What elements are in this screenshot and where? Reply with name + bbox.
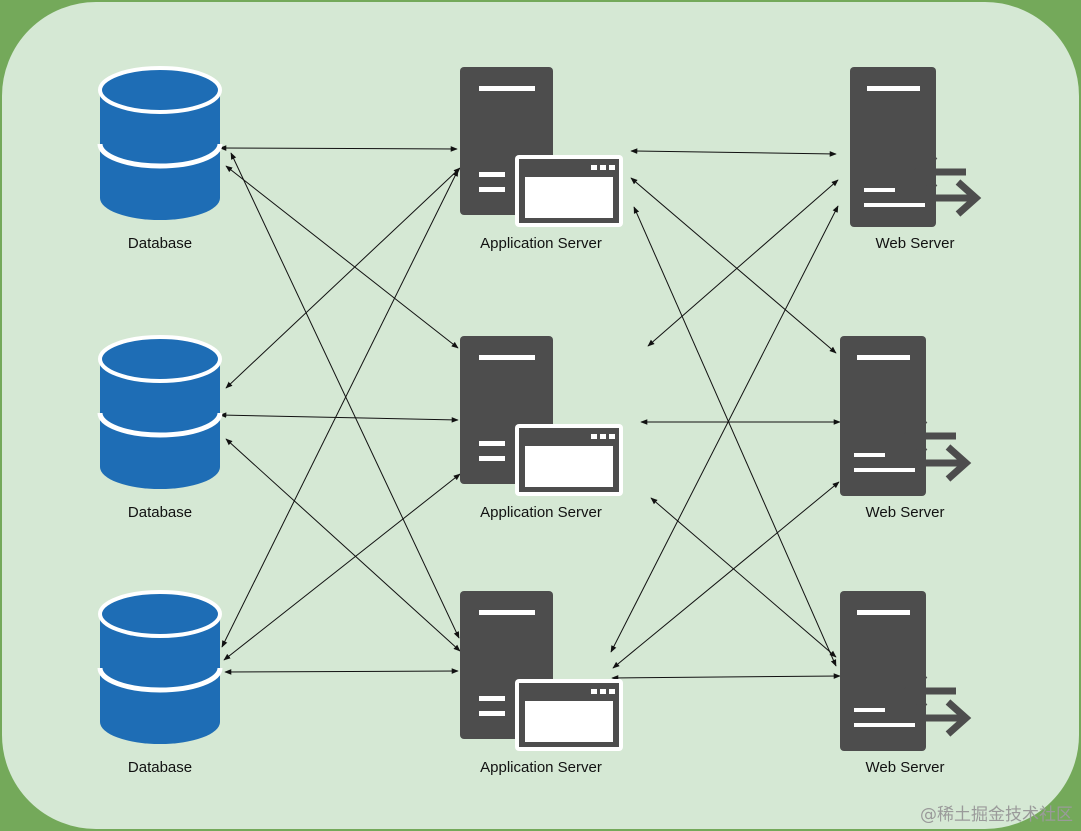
web-server-1[interactable]: Web Server (850, 67, 982, 252)
application-server-icon (460, 591, 623, 751)
application-server-label: Application Server (480, 504, 602, 521)
web-server-2[interactable]: Web Server (840, 336, 972, 521)
web-server-3[interactable]: Web Server (840, 591, 972, 776)
application-server-1[interactable]: Application Server (460, 67, 623, 252)
connector-database-1-to-application-server-1 (219, 145, 458, 152)
web-server-icon (840, 336, 972, 496)
application-server-label: Application Server (480, 235, 602, 252)
connection-layer (219, 145, 841, 681)
connector-application-server-3-to-web-server-3 (611, 673, 841, 681)
connector-application-server-1-to-web-server-1 (630, 148, 837, 157)
web-server-label: Web Server (866, 759, 945, 776)
web-server-icon (850, 67, 982, 227)
web-server-icon (840, 591, 972, 751)
web-server-label: Web Server (876, 235, 955, 252)
connector-database-3-to-application-server-2 (223, 473, 461, 661)
application-server-2[interactable]: Application Server (460, 336, 623, 521)
database-icon (97, 590, 223, 744)
database-2[interactable]: Database (97, 335, 223, 521)
database-1[interactable]: Database (97, 66, 223, 252)
watermark-text: @稀土掘金技术社区 (920, 805, 1073, 825)
connector-application-server-3-to-web-server-2 (612, 481, 840, 669)
application-server-icon (460, 336, 623, 496)
application-server-3[interactable]: Application Server (460, 591, 623, 776)
database-3[interactable]: Database (97, 590, 223, 776)
connector-database-3-to-application-server-3 (224, 668, 459, 675)
database-icon (97, 66, 223, 220)
database-label: Database (128, 235, 192, 252)
database-label: Database (128, 759, 192, 776)
database-label: Database (128, 504, 192, 521)
web-server-label: Web Server (866, 504, 945, 521)
database-icon (97, 335, 223, 489)
application-server-label: Application Server (480, 759, 602, 776)
application-server-icon (460, 67, 623, 227)
